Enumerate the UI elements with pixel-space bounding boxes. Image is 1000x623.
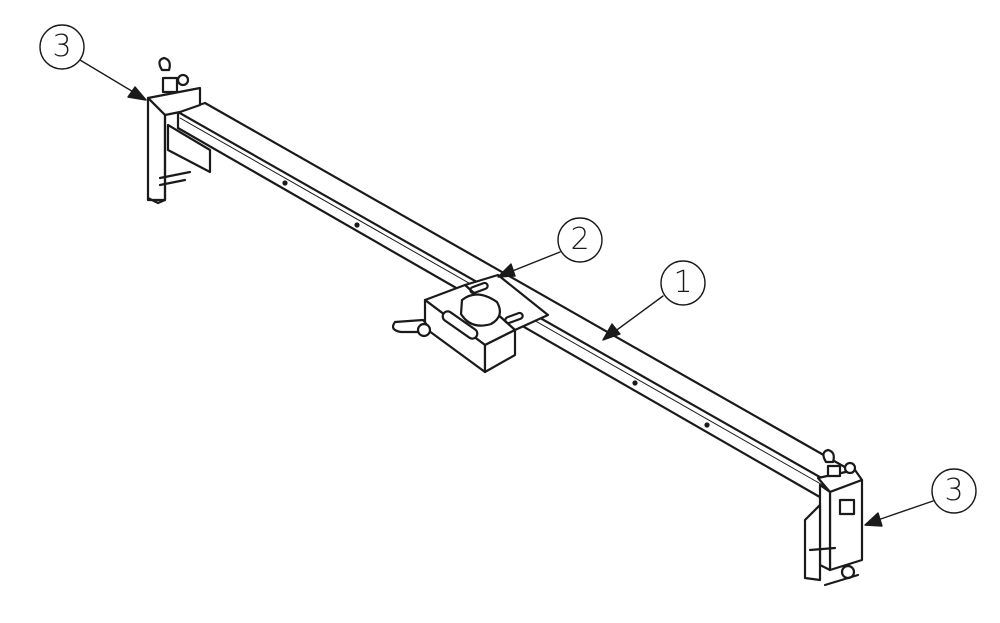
end-bracket-right [803, 448, 864, 587]
callout-circle-3-left [39, 24, 85, 70]
callout-label-3-left: 3 [52, 29, 72, 64]
callout-label-3-right: 3 [944, 473, 964, 508]
callout-label-2: 2 [570, 222, 590, 257]
callout-circle-2 [557, 217, 603, 263]
callout-circle-1 [660, 260, 706, 306]
leader-lines [79, 59, 934, 527]
callout-circle-3-right [931, 468, 977, 514]
callout-label-1: 1 [673, 265, 693, 300]
callout-circles [39, 24, 977, 514]
end-bracket-left [146, 56, 212, 205]
center-slide-clamp [391, 273, 550, 374]
